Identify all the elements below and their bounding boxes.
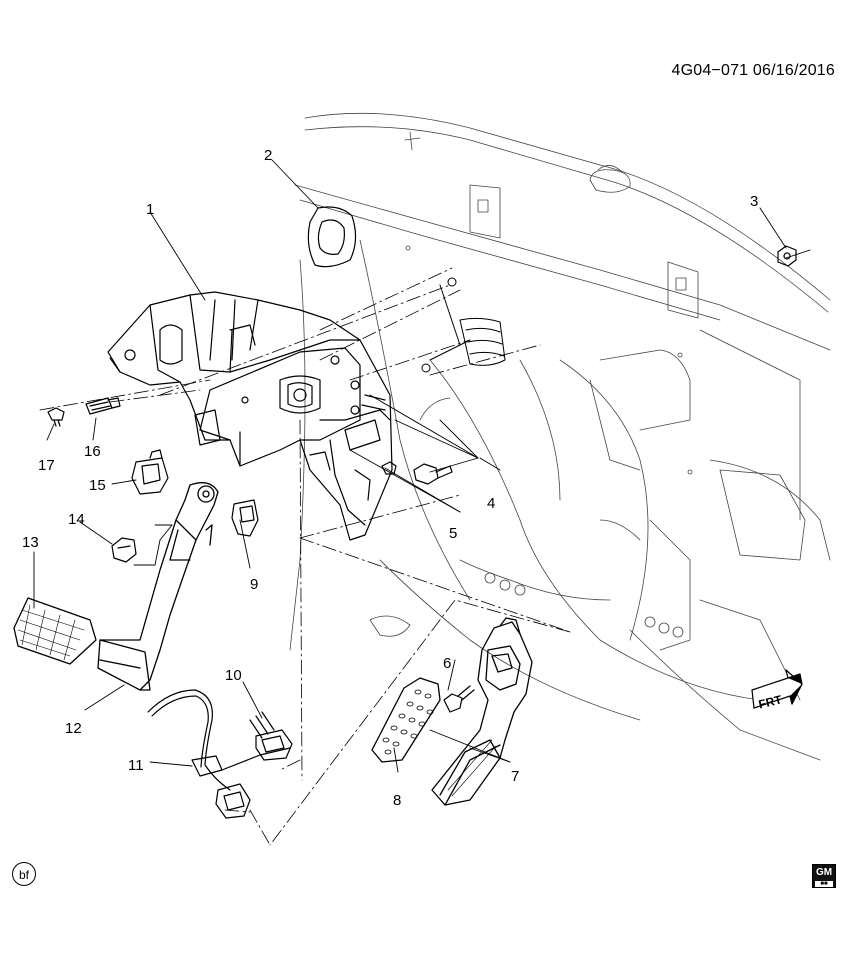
callout-6: 6: [443, 655, 451, 672]
callout-3: 3: [750, 193, 758, 210]
callout-13: 13: [22, 534, 39, 551]
booster-pushrod: [421, 277, 506, 373]
bolt-part-4: [413, 463, 453, 485]
accelerator-pedal-pad: [371, 677, 441, 763]
pedal-bracket-assembly: [107, 291, 393, 541]
gm-logo-mark: ■■: [815, 881, 833, 887]
callout-14: 14: [68, 511, 85, 528]
sensor-part-9: [231, 499, 259, 537]
switch-bracket: [131, 449, 169, 495]
callout-7: 7: [511, 768, 519, 785]
callout-12: 12: [65, 720, 82, 737]
nut-part-3: [777, 245, 797, 267]
callout-1: 1: [146, 201, 154, 218]
dash-panel-background: [289, 112, 831, 761]
callout-16: 16: [84, 443, 101, 460]
brake-pedal-pad: [13, 597, 97, 665]
callout-10: 10: [225, 667, 242, 684]
stop-lamp-switch: [85, 397, 121, 415]
callout-11: 11: [128, 757, 144, 774]
accelerator-pedal-assembly: [431, 617, 533, 806]
document-id-date: 4G04−071 06/16/2016: [671, 62, 835, 79]
callout-5: 5: [449, 525, 457, 542]
bolt-part-17: [47, 407, 65, 427]
front-direction-arrow: [751, 669, 803, 709]
frt-label: FRT: [757, 692, 784, 711]
gm-logo-text: GM: [815, 867, 833, 878]
callout-15: 15: [89, 477, 106, 494]
callout-17: 17: [38, 457, 55, 474]
corner-badge: bf: [12, 862, 36, 886]
callout-2: 2: [264, 147, 272, 164]
bolt-part-6: [443, 685, 475, 713]
clip-part-14: [111, 537, 137, 563]
gm-logo: GM ■■: [812, 864, 836, 888]
callout-4: 4: [487, 495, 495, 512]
callout-8: 8: [393, 792, 401, 809]
brake-pedal-arm: [97, 482, 219, 691]
dash-grommet: [307, 206, 357, 268]
nut-part-5: [381, 461, 397, 475]
callout-9: 9: [250, 576, 258, 593]
leader-lines: [33, 159, 811, 773]
wiring-harness: [147, 689, 293, 819]
